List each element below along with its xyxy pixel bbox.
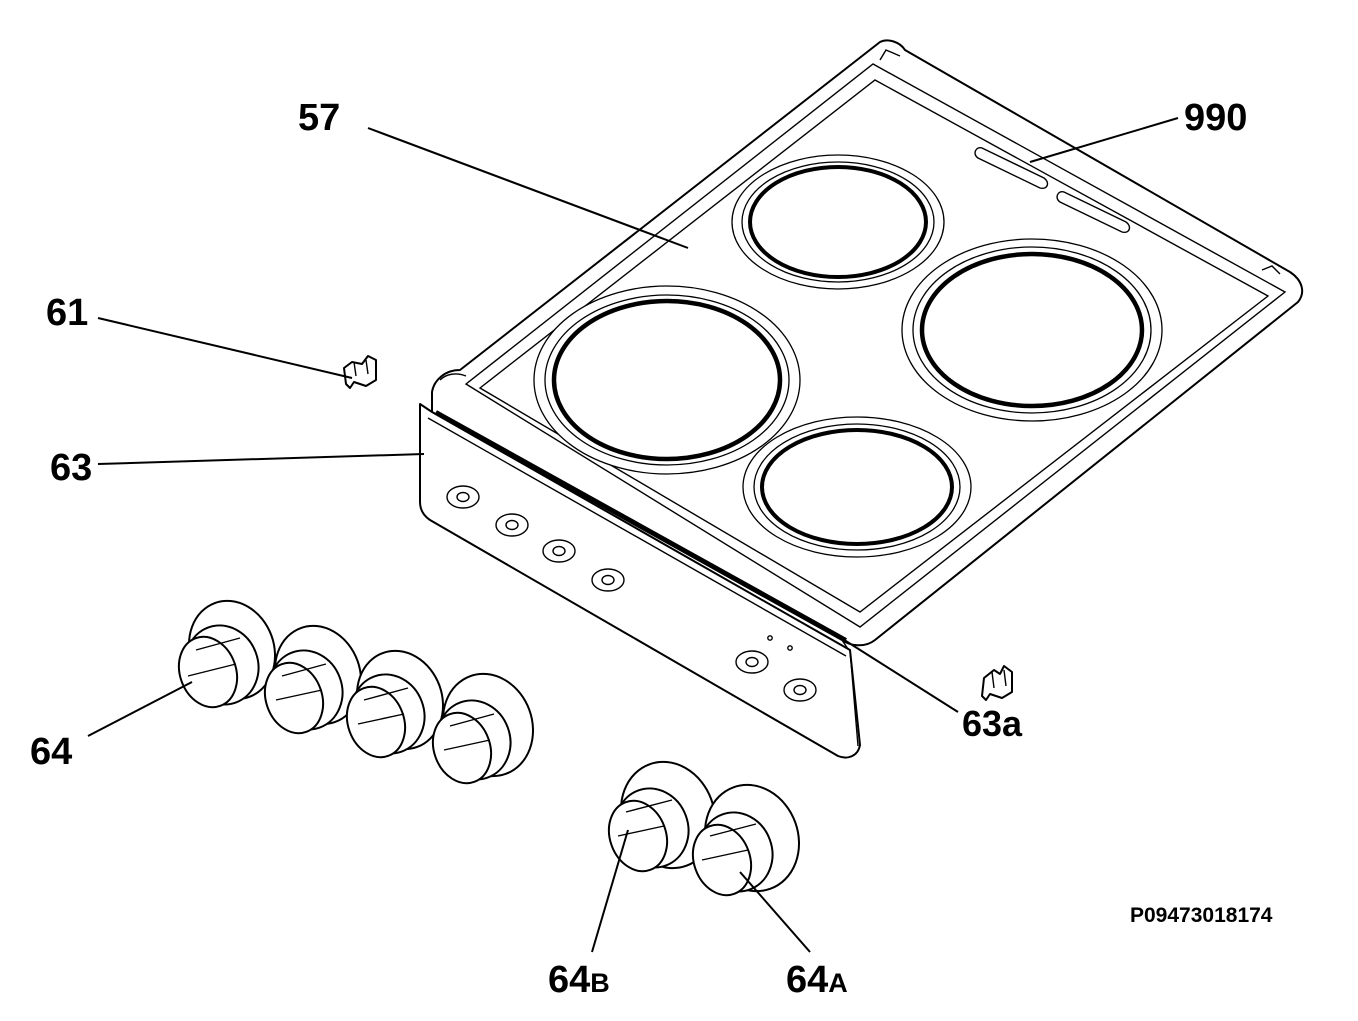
hotplate-rear-right	[901, 238, 1163, 422]
label-63: 63	[50, 447, 92, 489]
leader-990	[1029, 117, 1179, 163]
label-57: 57	[298, 97, 340, 139]
knob-64a	[691, 783, 801, 897]
hotplate-rear-left	[731, 154, 945, 290]
control-panel	[419, 403, 861, 759]
label-61: 61	[46, 292, 88, 334]
label-64: 64	[30, 731, 72, 773]
leader-64b	[591, 829, 629, 953]
label-63a: 63a	[962, 703, 1023, 744]
leader-61	[97, 317, 353, 379]
knob-4	[431, 672, 535, 785]
leader-lines	[87, 117, 1179, 953]
leader-64	[87, 681, 193, 737]
clip-left	[343, 355, 377, 389]
knob-2	[263, 624, 363, 735]
knob-3	[345, 649, 445, 759]
knob-1	[177, 599, 277, 709]
knob-set-four	[177, 599, 535, 785]
leader-63a	[837, 635, 959, 713]
leader-64a	[739, 871, 811, 953]
hotplate-front-right	[742, 416, 972, 558]
hotplate-front-left	[533, 285, 801, 475]
label-990: 990	[1184, 97, 1247, 139]
leader-57	[367, 127, 689, 249]
label-64a: 64A	[786, 959, 848, 1001]
leader-63	[97, 453, 425, 465]
knob-64b	[607, 760, 717, 873]
label-64b: 64B	[548, 959, 610, 1001]
panel-knob-holes	[446, 485, 817, 702]
clip-right	[981, 665, 1013, 701]
drawing-code: P09473018174	[1130, 904, 1273, 927]
part-labels: 57 990 61 63 63a 64 64B 64A P09473018174	[30, 97, 1273, 1001]
